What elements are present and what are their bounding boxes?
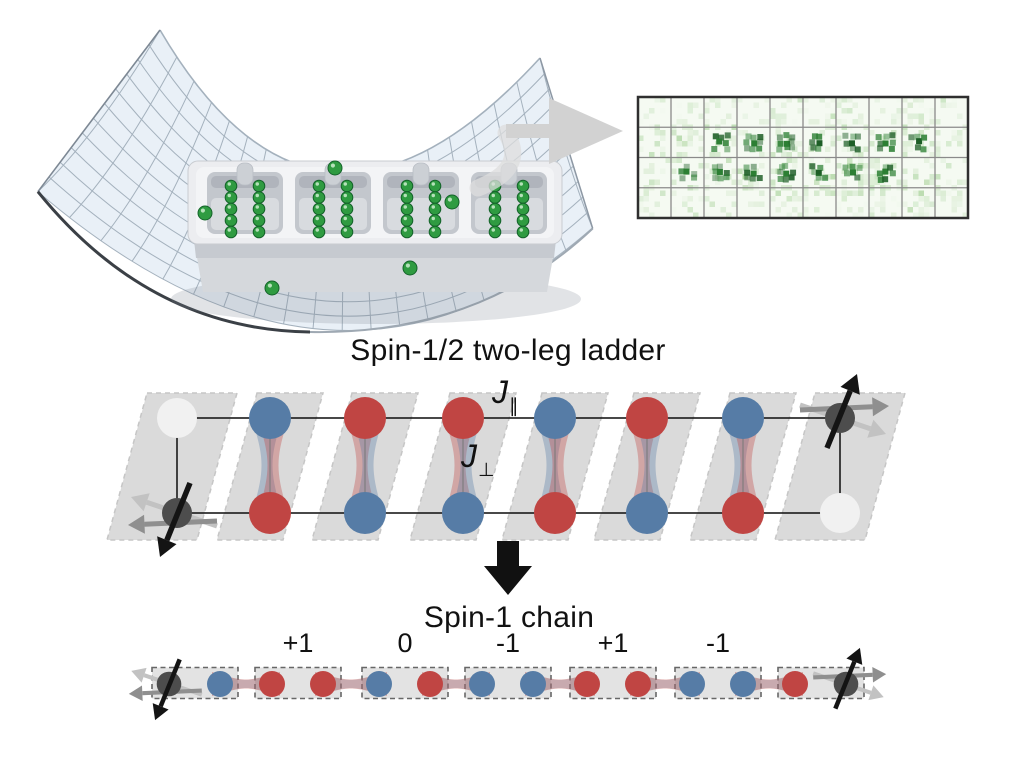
faint-site	[820, 493, 860, 533]
chain-site	[469, 671, 495, 697]
spin-up-site	[799, 374, 889, 450]
ladder-frame	[176, 417, 841, 514]
ladder-title: Spin-1/2 two-leg ladder	[350, 334, 666, 367]
j-perp-label: J⊥	[461, 438, 495, 482]
j-parallel-base: J	[492, 374, 508, 410]
chain-site	[207, 671, 233, 697]
j-perp-subscript: ⊥	[478, 460, 495, 482]
chain-site	[366, 671, 392, 697]
ladder-rung	[442, 397, 484, 534]
trap-tube	[295, 162, 371, 239]
chain-site	[679, 671, 705, 697]
site-bottom	[626, 492, 668, 534]
spin-down-site	[128, 658, 203, 721]
optical-trap-3d	[36, 29, 594, 334]
site-top	[534, 397, 576, 439]
ladder-rung	[249, 397, 291, 534]
site-bottom	[249, 492, 291, 534]
site-top	[626, 397, 668, 439]
ladder-rung	[534, 397, 576, 534]
site-top	[442, 397, 484, 439]
chain-title: Spin-1 chain	[423, 601, 595, 634]
spin-ladder-diagram	[106, 374, 906, 557]
ladder-rung	[722, 397, 764, 534]
ladder-rung	[344, 397, 386, 534]
atom-tray	[171, 160, 581, 324]
chain-site	[730, 671, 756, 697]
chain-cell-label-2: -1	[495, 628, 521, 658]
maps-to-arrow-icon	[484, 541, 532, 595]
site-bottom	[534, 492, 576, 534]
chain-cell-label-3: +1	[597, 628, 629, 658]
chain-site	[417, 671, 443, 697]
j-parallel-subscript: ∥	[509, 396, 519, 418]
chain-site	[782, 671, 808, 697]
chain-site	[259, 671, 285, 697]
j-parallel-label: J∥	[492, 374, 519, 418]
chain-cell-label-0: +1	[282, 628, 314, 658]
faint-site	[157, 398, 197, 438]
site-bottom	[442, 492, 484, 534]
spin-down-site	[128, 481, 218, 557]
chain-cell-label-4: -1	[705, 628, 731, 658]
ladder-rung	[626, 397, 668, 534]
chain-site	[625, 671, 651, 697]
chain-site	[520, 671, 546, 697]
fluorescence-image	[636, 95, 970, 220]
chain-site	[310, 671, 336, 697]
spin-chain-diagram	[128, 647, 887, 721]
site-top	[249, 397, 291, 439]
site-top	[344, 397, 386, 439]
chain-site	[574, 671, 600, 697]
site-bottom	[344, 492, 386, 534]
j-perp-base: J	[461, 438, 477, 474]
site-bottom	[722, 492, 764, 534]
trap-tube	[207, 162, 283, 239]
chain-cell-label-1: 0	[397, 628, 413, 658]
trap-tube	[383, 162, 459, 239]
transfer-arrow-icon	[469, 98, 623, 197]
spin-up-site	[812, 647, 887, 710]
site-top	[722, 397, 764, 439]
